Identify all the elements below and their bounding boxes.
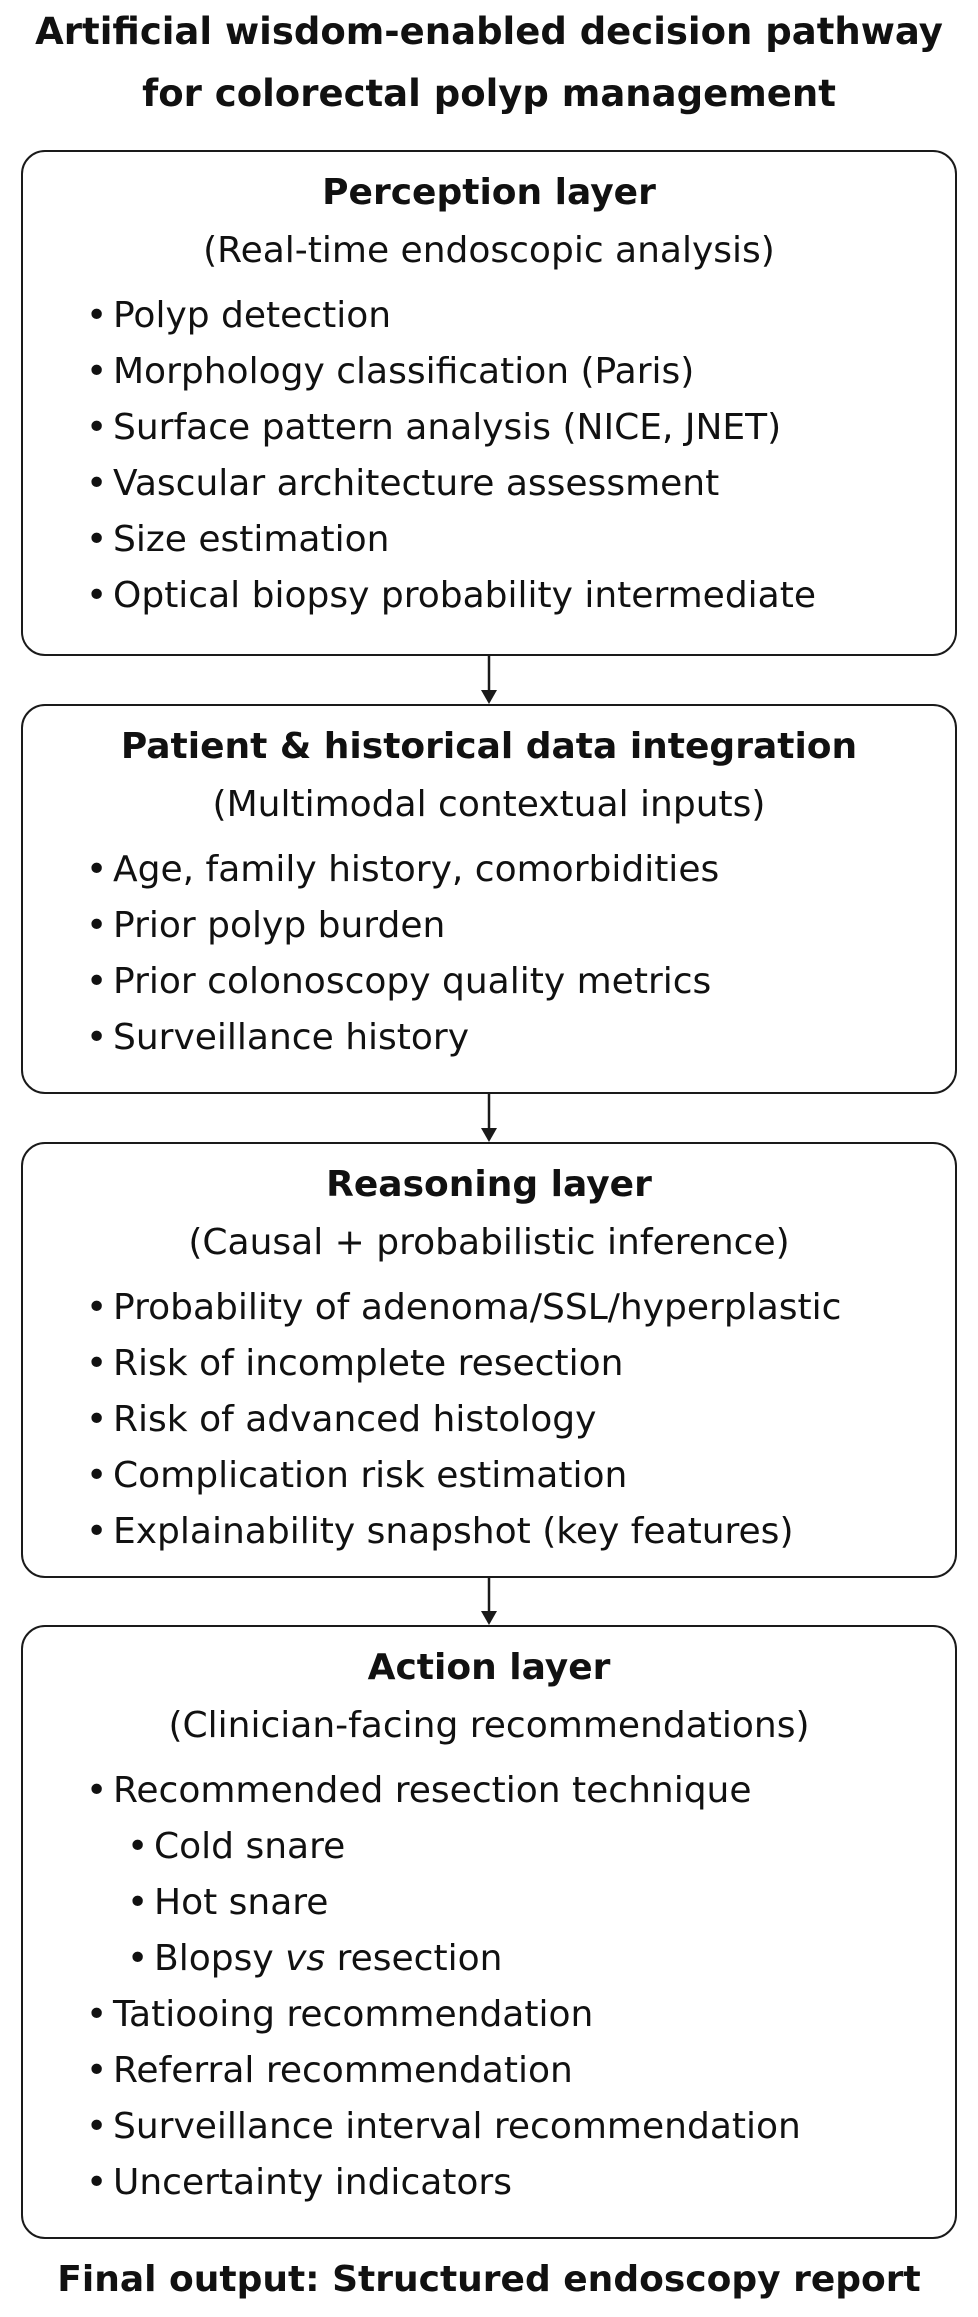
bullet-icon: • — [86, 463, 108, 504]
list-item: •Risk of advanced histology — [86, 1392, 841, 1448]
list-item-text: Morphology classification (Paris) — [113, 351, 695, 392]
bullet-icon: • — [86, 351, 108, 392]
bullet-icon: • — [86, 2106, 108, 2147]
final-output-label: Final output: Structured endoscopy repor… — [57, 2259, 921, 2300]
bullet-icon: • — [86, 1455, 108, 1496]
down-arrow-icon — [481, 1094, 497, 1142]
bullet-icon: • — [86, 2162, 108, 2203]
list-item: •Vascular architecture assessment — [86, 456, 816, 512]
list-item-text: Age, family history, comorbidities — [113, 849, 720, 890]
bullet-icon: • — [86, 961, 108, 1002]
list-item: •Polyp detection — [86, 288, 816, 344]
list-item-text: Cold snare — [154, 1826, 346, 1867]
list-item-text: Prior polyp burden — [113, 905, 446, 946]
diagram-title-line-1: Artificial wisdom-enabled decision pathw… — [35, 10, 943, 53]
list-item-text: Optical biopsy probability intermediate — [113, 575, 817, 616]
bullet-icon: • — [86, 2050, 108, 2091]
list-item-text: Complication risk estimation — [113, 1455, 628, 1496]
list-item-text: resection — [336, 1938, 503, 1979]
bullet-icon: • — [86, 1343, 108, 1384]
down-arrow-icon — [481, 1578, 497, 1625]
list-item: •Risk of incomplete resection — [86, 1336, 841, 1392]
list-item: •Size estimation — [86, 512, 816, 568]
action-layer-title: Action layer — [367, 1647, 611, 1688]
perception-layer-subtitle: (Real-time endoscopic analysis) — [203, 230, 775, 271]
list-item: •Optical biopsy probability intermediate — [86, 568, 816, 624]
bullet-icon: • — [86, 1399, 108, 1440]
sub-list-item: •Blopsy vs resection — [127, 1931, 801, 1987]
list-item: •Surveillance history — [86, 1010, 719, 1066]
list-item-text: Probability of adenoma/SSL/hyperplastic — [113, 1287, 842, 1328]
list-item-text: Vascular architecture assessment — [113, 463, 720, 504]
patient-data-integration-subtitle: (Multimodal contextual inputs) — [212, 784, 766, 825]
list-item-text-italic: vs — [285, 1938, 326, 1979]
list-item-text: Blopsy — [154, 1938, 274, 1979]
list-item: •Morphology classification (Paris) — [86, 344, 816, 400]
list-item: •Probability of adenoma/SSL/hyperplastic — [86, 1280, 841, 1336]
perception-layer-list: •Polyp detection •Morphology classificat… — [86, 288, 816, 624]
bullet-icon: • — [86, 849, 108, 890]
list-item-text: Recommended resection technique — [113, 1770, 752, 1811]
action-layer-box: Action layer (Clinician-facing recommend… — [21, 1625, 957, 2239]
list-item-text: Polyp detection — [113, 295, 392, 336]
bullet-icon: • — [127, 1882, 149, 1923]
list-item-text: Surveillance history — [113, 1017, 470, 1058]
list-item-text: Surveillance interval recommendation — [113, 2106, 801, 2147]
diagram-title-line-2: for colorectal polyp management — [142, 72, 836, 115]
reasoning-layer-subtitle: (Causal + probabilistic inference) — [188, 1222, 790, 1263]
action-layer-subtitle: (Clinician-facing recommendations) — [168, 1705, 810, 1746]
reasoning-layer-title: Reasoning layer — [326, 1164, 652, 1205]
sub-list-item: •Cold snare — [127, 1819, 801, 1875]
bullet-icon: • — [127, 1826, 149, 1867]
list-item: •Recommended resection technique — [86, 1763, 801, 1819]
bullet-icon: • — [86, 1770, 108, 1811]
list-item-text: Risk of incomplete resection — [113, 1343, 624, 1384]
list-item: •Prior polyp burden — [86, 898, 719, 954]
bullet-icon: • — [86, 1287, 108, 1328]
list-item-text: Surface pattern analysis (NICE, JNET) — [113, 407, 782, 448]
bullet-icon: • — [86, 519, 108, 560]
perception-layer-title: Perception layer — [322, 172, 656, 213]
list-item-text: Hot snare — [154, 1882, 329, 1923]
list-item: •Prior colonoscopy quality metrics — [86, 954, 719, 1010]
bullet-icon: • — [86, 407, 108, 448]
list-item: •Explainability snapshot (key features) — [86, 1504, 841, 1560]
list-item-text: Prior colonoscopy quality metrics — [113, 961, 712, 1002]
list-item-text: Explainability snapshot (key features) — [113, 1511, 794, 1552]
bullet-icon: • — [86, 1017, 108, 1058]
list-item: •Uncertainty indicators — [86, 2155, 801, 2211]
patient-data-integration-list: •Age, family history, comorbidities •Pri… — [86, 842, 719, 1066]
list-item-text: Size estimation — [113, 519, 390, 560]
list-item-text: Uncertainty indicators — [113, 2162, 512, 2203]
sub-list-item: •Hot snare — [127, 1875, 801, 1931]
list-item: •Age, family history, comorbidities — [86, 842, 719, 898]
patient-data-integration-box: Patient & historical data integration (M… — [21, 704, 957, 1094]
list-item: •Referral recommendation — [86, 2043, 801, 2099]
patient-data-integration-title: Patient & historical data integration — [120, 726, 858, 767]
list-item-text: Risk of advanced histology — [113, 1399, 597, 1440]
reasoning-layer-box: Reasoning layer (Causal + probabilistic … — [21, 1142, 957, 1578]
list-item: •Surface pattern analysis (NICE, JNET) — [86, 400, 816, 456]
perception-layer-box: Perception layer (Real-time endoscopic a… — [21, 150, 957, 656]
list-item-text: Tatiooing recommendation — [113, 1994, 594, 2035]
reasoning-layer-list: •Probability of adenoma/SSL/hyperplastic… — [86, 1280, 841, 1560]
bullet-icon: • — [86, 575, 108, 616]
list-item-text: Referral recommendation — [113, 2050, 573, 2091]
bullet-icon: • — [86, 1511, 108, 1552]
list-item: •Surveillance interval recommendation — [86, 2099, 801, 2155]
bullet-icon: • — [127, 1938, 149, 1979]
bullet-icon: • — [86, 295, 108, 336]
down-arrow-icon — [481, 656, 497, 704]
action-layer-list: •Recommended resection technique •Cold s… — [86, 1763, 801, 2211]
list-item: •Complication risk estimation — [86, 1448, 841, 1504]
bullet-icon: • — [86, 905, 108, 946]
bullet-icon: • — [86, 1994, 108, 2035]
list-item: •Tatiooing recommendation — [86, 1987, 801, 2043]
